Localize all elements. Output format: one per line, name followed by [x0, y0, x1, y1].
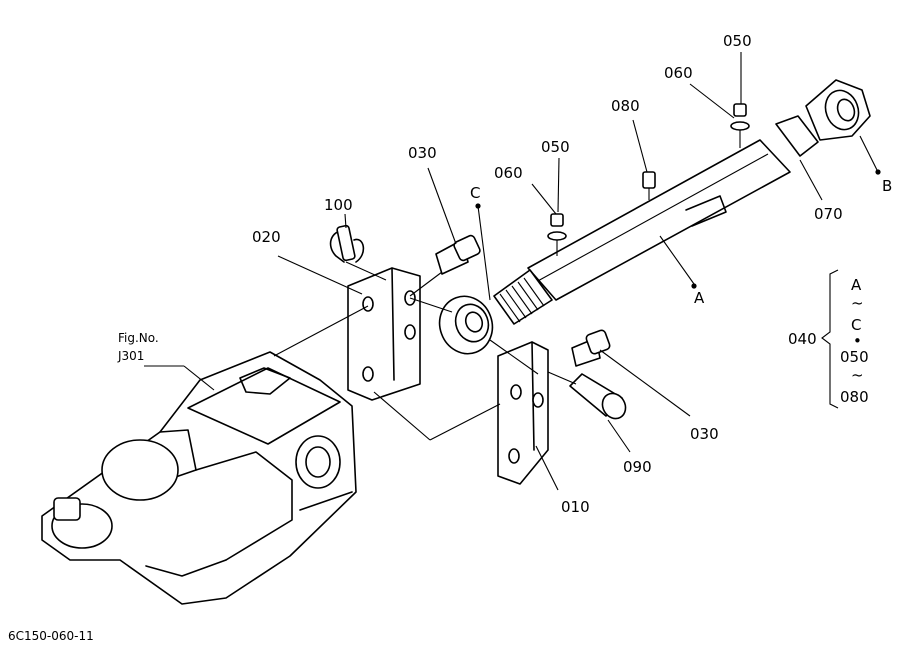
- assembly-lines: [273, 261, 577, 441]
- bolt-050-top: [730, 103, 750, 148]
- figure-reference: Fig.No. J301: [117, 331, 159, 363]
- tractor-body: [41, 351, 357, 605]
- label-point-c: C: [470, 184, 480, 202]
- label-090: 090: [623, 458, 652, 476]
- label-point-b: B: [882, 177, 892, 195]
- lynch-pin-100: [329, 224, 365, 263]
- range-from-letter: A: [851, 276, 862, 294]
- bolt-030-lower: [571, 329, 611, 367]
- label-030-top: 030: [408, 144, 437, 162]
- range-to-letter: C: [851, 316, 861, 334]
- bracket-020: [347, 267, 421, 401]
- label-060-top: 060: [664, 64, 693, 82]
- bolt-030-upper: [435, 234, 481, 275]
- range-bracket-040: [821, 269, 839, 409]
- pin-090: [569, 373, 627, 420]
- range-tilde-2: ~: [851, 366, 864, 384]
- label-010: 010: [561, 498, 590, 516]
- bracket-010: [497, 341, 549, 485]
- label-100: 100: [324, 196, 353, 214]
- range-from-num: 050: [840, 348, 869, 366]
- range-note: A ~ C • 050 ~ 080: [840, 276, 869, 406]
- range-tilde-1: ~: [851, 294, 864, 312]
- label-080: 080: [611, 97, 640, 115]
- top-link-rod-assembly: [438, 79, 871, 355]
- label-030-right: 030: [690, 425, 719, 443]
- label-040: 040: [788, 330, 817, 348]
- label-070: 070: [814, 205, 843, 223]
- drawing-code: 6C150-060-11: [8, 629, 94, 643]
- range-to-num: 080: [840, 388, 869, 406]
- label-020: 020: [252, 228, 281, 246]
- reference-dots: [475, 169, 881, 289]
- point-labels: A B C: [470, 177, 892, 307]
- grease-nipple-080: [642, 171, 656, 200]
- figure-ref-line1: Fig.No.: [118, 331, 159, 345]
- label-point-a: A: [694, 289, 705, 307]
- label-050-top: 050: [723, 32, 752, 50]
- range-dot: •: [853, 332, 862, 350]
- label-050-mid: 050: [541, 138, 570, 156]
- bolt-050-mid: [547, 213, 567, 256]
- label-060-mid: 060: [494, 164, 523, 182]
- figure-ref-line2: J301: [117, 349, 144, 363]
- part-labels: 010 020 030 030 040 050 050 060 060 070 …: [252, 32, 843, 516]
- leader-lines: [144, 52, 879, 491]
